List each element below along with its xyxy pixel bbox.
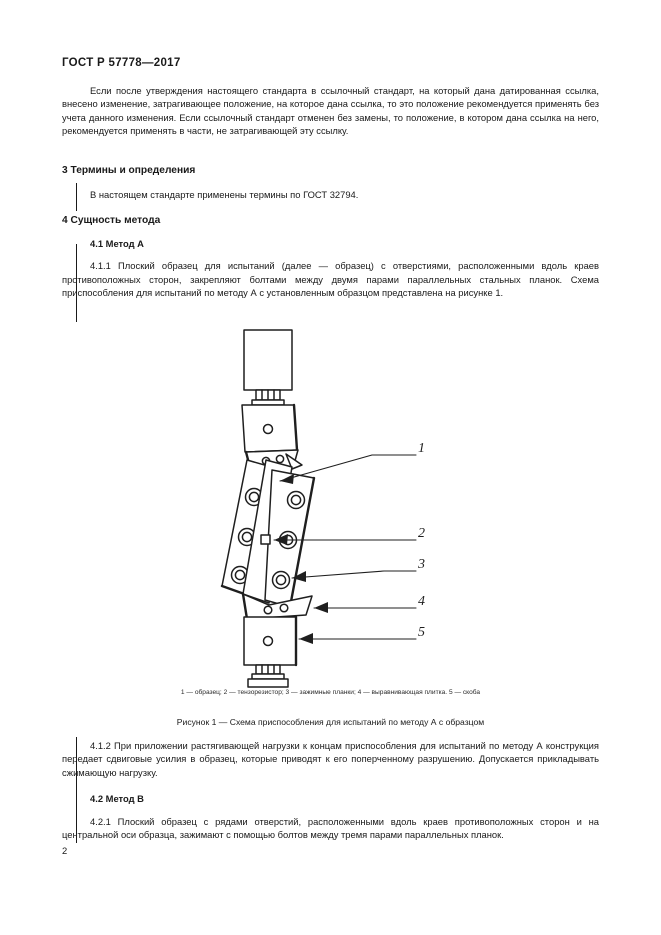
body-text-lower: 4.1.2 При приложении растягивающей нагру… xyxy=(62,739,599,841)
test-fixture-diagram: 1 2 3 4 5 xyxy=(220,329,425,688)
lower-alignment-plate xyxy=(241,592,313,621)
figure-1: 1 2 3 4 5 xyxy=(0,328,661,688)
callout-number-2: 2 xyxy=(418,526,425,541)
section-3-paragraph: В настоящем стандарте применены термины … xyxy=(90,188,359,200)
figure-1-caption: Рисунок 1 — Схема приспособления для исп… xyxy=(176,717,485,727)
change-bar xyxy=(76,737,77,843)
callout-arrowheads xyxy=(273,474,328,644)
upper-clevis-block xyxy=(240,403,298,453)
callout-leaders xyxy=(272,454,417,640)
callout-number-4: 4 xyxy=(418,594,425,609)
section-4-heading: 4 Сущность метода xyxy=(62,215,161,227)
section-3-heading: 3 Термины и определения xyxy=(62,164,196,176)
clause-4-1-1: 4.1.1 Плоский образец для испытаний (дал… xyxy=(62,260,599,299)
clause-4-1-2: 4.1.2 При приложении растягивающей нагру… xyxy=(62,740,599,778)
lower-clevis-block xyxy=(242,615,297,667)
clause-4-2-1: 4.2.1 Плоский образец с рядами отверстий… xyxy=(62,815,599,841)
section-4-2-heading: 4.2 Метод В xyxy=(90,793,144,805)
section-4-1-heading: 4.1 Метод А xyxy=(90,238,144,250)
figure-1-legend: 1 — образец; 2 — тензорезистор; 3 — зажи… xyxy=(180,689,481,696)
callout-number-1: 1 xyxy=(418,441,425,456)
intro-paragraph: Если после утверждения настоящего станда… xyxy=(62,85,599,137)
body-text-upper: Если после утверждения настоящего станда… xyxy=(62,84,599,300)
change-bar xyxy=(76,183,77,211)
page-number: 2 xyxy=(62,845,68,856)
strap-bolt xyxy=(271,570,290,590)
callout-number-3: 3 xyxy=(417,557,425,572)
standard-header: ГОСТ Р 57778—2017 xyxy=(62,57,181,69)
strain-gauge xyxy=(259,534,271,545)
strap-bolt xyxy=(230,565,249,585)
upper-machine-grip xyxy=(242,329,293,406)
lower-machine-grip xyxy=(246,664,289,688)
strap-bolt xyxy=(286,490,305,510)
change-bar xyxy=(76,244,77,322)
callout-number-5: 5 xyxy=(418,625,425,640)
right-clamp-straps xyxy=(263,469,315,609)
